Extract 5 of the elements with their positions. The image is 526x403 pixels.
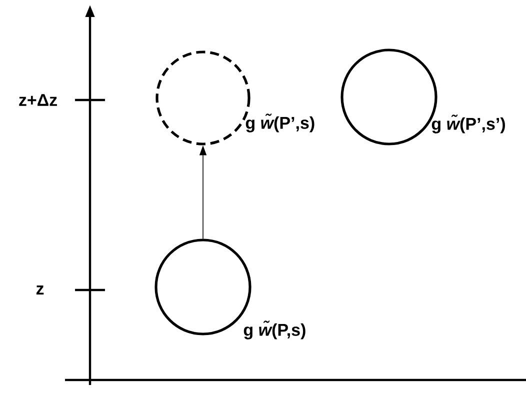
- circle-caption: g w̃(P,s): [244, 320, 306, 340]
- circle-caption: g w̃(P’,s): [246, 114, 314, 132]
- axis-label: z+Δz: [19, 94, 57, 106]
- circle-caption: g w̃(P’,s’): [432, 114, 505, 134]
- axis-label: z: [36, 286, 44, 294]
